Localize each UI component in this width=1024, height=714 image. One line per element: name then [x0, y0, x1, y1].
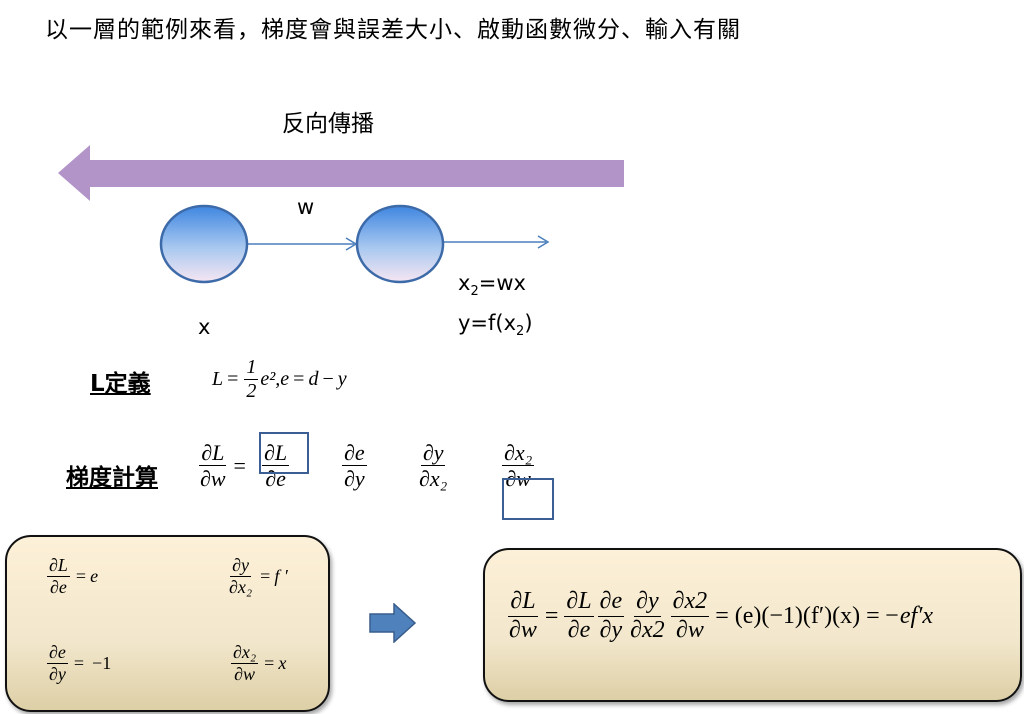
term: L — [212, 368, 224, 390]
weight-label: w — [297, 195, 315, 219]
loss-def-label: L定義 — [90, 371, 151, 397]
operator: = — [260, 565, 271, 586]
partial-dL-de: ∂L∂e=e — [45, 555, 98, 597]
input-label: x — [198, 315, 211, 339]
highlight-box-input — [502, 478, 554, 520]
result-box: ∂L∂w=∂L∂e∂e∂y∂y∂x2∂x2∂w= (e)(−1)(f′)(x) … — [483, 548, 1022, 702]
denominator: ∂x₂ — [229, 576, 253, 597]
numerator: ∂e — [47, 642, 68, 664]
denominator: ∂x₂ — [419, 466, 448, 492]
numerator: ∂y — [634, 588, 661, 617]
denominator: ∂y — [344, 466, 365, 492]
numerator: ∂L — [508, 588, 538, 617]
fraction: ∂y∂x2 — [628, 588, 667, 644]
equation-y: y=f(x2) — [458, 311, 533, 340]
denominator: ∂w — [200, 466, 226, 492]
denominator: ∂w — [234, 663, 256, 684]
input-node — [159, 204, 249, 284]
term: −ef′x — [883, 602, 934, 629]
fraction: ∂L∂w — [507, 588, 539, 644]
term: e — [90, 565, 99, 586]
fraction: ∂x2∂w — [670, 588, 710, 644]
operator: = — [544, 602, 559, 629]
numerator: ∂x2 — [670, 588, 710, 617]
fraction: ∂L∂e — [564, 588, 594, 644]
operator: = (e)(−1)(f′)(x) = — [715, 602, 880, 629]
gradient-label: 梯度計算 — [66, 465, 158, 491]
term: , — [275, 368, 281, 390]
denominator: ∂y — [49, 663, 66, 684]
factor-de-dy: ∂e∂y — [340, 440, 369, 492]
operator: = — [73, 652, 85, 673]
numerator: ∂L — [199, 440, 227, 467]
numerator: ∂e — [342, 440, 367, 467]
term: e² — [260, 368, 276, 390]
output-node — [355, 204, 445, 284]
term: f ′ — [274, 565, 288, 586]
operator: = — [227, 368, 239, 390]
operator: − — [322, 368, 334, 390]
numerator: ∂L — [47, 555, 70, 577]
term: y — [337, 368, 347, 390]
right-block-arrow — [369, 603, 417, 643]
fraction: ∂e∂y — [47, 642, 68, 684]
denominator: ∂e — [567, 616, 591, 643]
equation-x2: x2=wx — [458, 271, 526, 300]
denominator: ∂x2 — [630, 616, 665, 643]
operator: = — [264, 652, 275, 673]
operator: = — [293, 368, 305, 390]
operator: = — [75, 565, 87, 586]
term: d — [308, 368, 319, 390]
numerator: ∂x₂ — [502, 440, 535, 467]
partial-dx2-dw: ∂x₂∂w=x — [229, 642, 286, 684]
partials-box: ∂L∂e=e ∂y∂x₂=f ′ ∂e∂y=−1 ∂x₂∂w=x — [5, 535, 330, 712]
factor-dy-dx2: ∂y∂x₂ — [415, 440, 451, 492]
term: e — [280, 368, 290, 390]
numerator: ∂y — [420, 440, 446, 467]
denominator: 2 — [246, 380, 257, 402]
term: x — [278, 652, 287, 673]
backprop-arrow — [58, 145, 624, 201]
gradient-lhs: ∂L∂w = — [196, 440, 250, 492]
fraction: ∂L∂e — [47, 555, 70, 597]
network-diagram — [58, 145, 624, 284]
fraction: ∂y∂x₂ — [227, 555, 254, 597]
numerator: ∂e — [597, 588, 625, 617]
partial-de-dy: ∂e∂y=−1 — [45, 642, 115, 684]
denominator: ∂e — [50, 576, 67, 597]
numerator: ∂x₂ — [231, 642, 259, 664]
highlight-box-error — [259, 432, 309, 474]
denominator: ∂y — [599, 616, 623, 643]
numerator: ∂L — [564, 588, 594, 617]
slide-title: 以一層的範例來看，梯度會與誤差大小、啟動函數微分、輸入有關 — [45, 17, 741, 43]
numerator: 1 — [244, 356, 259, 380]
fraction: ∂e∂y — [597, 588, 625, 644]
operator: −1 — [92, 652, 112, 673]
partial-dy-dx2: ∂y∂x₂ =f ′ — [225, 555, 288, 597]
fraction: ∂x₂∂w — [231, 642, 259, 684]
numerator: ∂y — [230, 555, 252, 577]
result-formula: ∂L∂w=∂L∂e∂e∂y∂y∂x2∂x2∂w= (e)(−1)(f′)(x) … — [505, 588, 933, 644]
numerator: ∂L — [262, 440, 290, 467]
denominator: ∂w — [509, 616, 537, 643]
backprop-label: 反向傳播 — [282, 111, 374, 137]
denominator: ∂w — [675, 616, 704, 643]
equals: = — [233, 452, 246, 478]
